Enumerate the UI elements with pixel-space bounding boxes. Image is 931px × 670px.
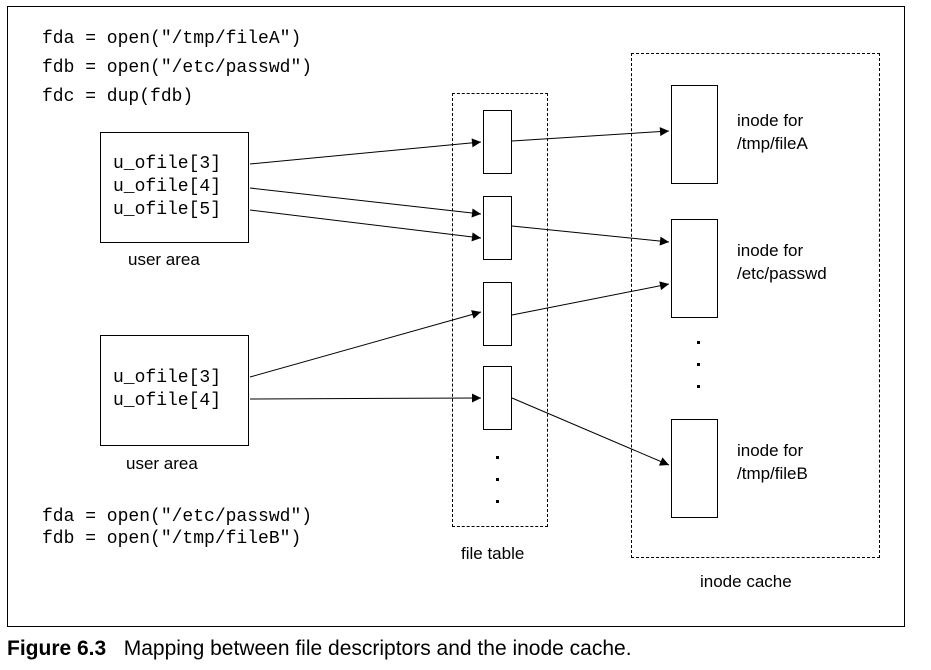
inode-fileA-label-2: /tmp/fileA bbox=[737, 134, 808, 153]
user-area-2-ofile-4: u_ofile[4] bbox=[113, 391, 222, 411]
process2-code-line-2: fdb = open("/tmp/fileB") bbox=[42, 529, 302, 549]
inode-passwd-label-2: /etc/passwd bbox=[737, 264, 827, 283]
arrow-ft1-to-inode-fileA bbox=[511, 127, 670, 142]
user-area-1-label: user area bbox=[128, 250, 200, 269]
file-table-entry-2 bbox=[483, 196, 512, 260]
arrow-ft3-to-inode-passwd bbox=[511, 281, 670, 316]
file-table-entry-4 bbox=[483, 366, 512, 430]
inode-entry-passwd bbox=[671, 219, 718, 318]
arrow-p1-ofile3-to-ft1 bbox=[249, 138, 482, 165]
file-table-entry-1 bbox=[483, 110, 512, 174]
file-table-entry-3 bbox=[483, 282, 512, 346]
user-area-1-ofile-4: u_ofile[4] bbox=[113, 177, 222, 197]
inode-cache-region bbox=[631, 53, 880, 558]
inode-fileB-label-2: /tmp/fileB bbox=[737, 464, 808, 483]
arrow-ft2-to-inode-passwd bbox=[511, 225, 670, 246]
user-area-1-ofile-3: u_ofile[3] bbox=[113, 154, 222, 174]
arrow-p1-ofile5-to-ft2 bbox=[249, 209, 482, 242]
process2-code-line-1: fda = open("/etc/passwd") bbox=[42, 507, 313, 527]
caption-number: Figure 6.3 bbox=[7, 637, 107, 660]
file-table-label: file table bbox=[461, 544, 525, 563]
inode-fileA-label-1: inode for bbox=[737, 111, 804, 130]
file-table-region bbox=[452, 93, 548, 527]
arrow-ft4-to-inode-fileB bbox=[511, 397, 670, 466]
figure-frame bbox=[7, 6, 905, 627]
process1-code-line-2: fdb = open("/etc/passwd") bbox=[42, 58, 313, 78]
inode-cache-label: inode cache bbox=[700, 572, 792, 591]
user-area-2-label: user area bbox=[126, 454, 198, 473]
user-area-1-ofile-5: u_ofile[5] bbox=[113, 200, 222, 220]
caption-text: Mapping between file descriptors and the… bbox=[123, 637, 632, 660]
process1-code-line-3: fdc = dup(fdb) bbox=[42, 87, 194, 107]
arrow-p1-ofile4-to-ft2 bbox=[249, 187, 482, 218]
inode-entry-fileA bbox=[671, 85, 718, 184]
arrow-p2-ofile3-to-ft3 bbox=[249, 310, 482, 378]
arrow-p2-ofile4-to-ft4 bbox=[249, 393, 482, 403]
inode-entry-fileB bbox=[671, 419, 718, 518]
process1-code-line-1: fda = open("/tmp/fileA") bbox=[42, 29, 302, 49]
inode-passwd-label-1: inode for bbox=[737, 241, 804, 260]
figure-caption: Figure 6.3 Mapping between file descript… bbox=[7, 637, 632, 661]
inode-fileB-label-1: inode for bbox=[737, 441, 804, 460]
user-area-2-ofile-3: u_ofile[3] bbox=[113, 368, 222, 388]
user-area-1 bbox=[100, 132, 249, 243]
user-area-2 bbox=[100, 335, 249, 446]
